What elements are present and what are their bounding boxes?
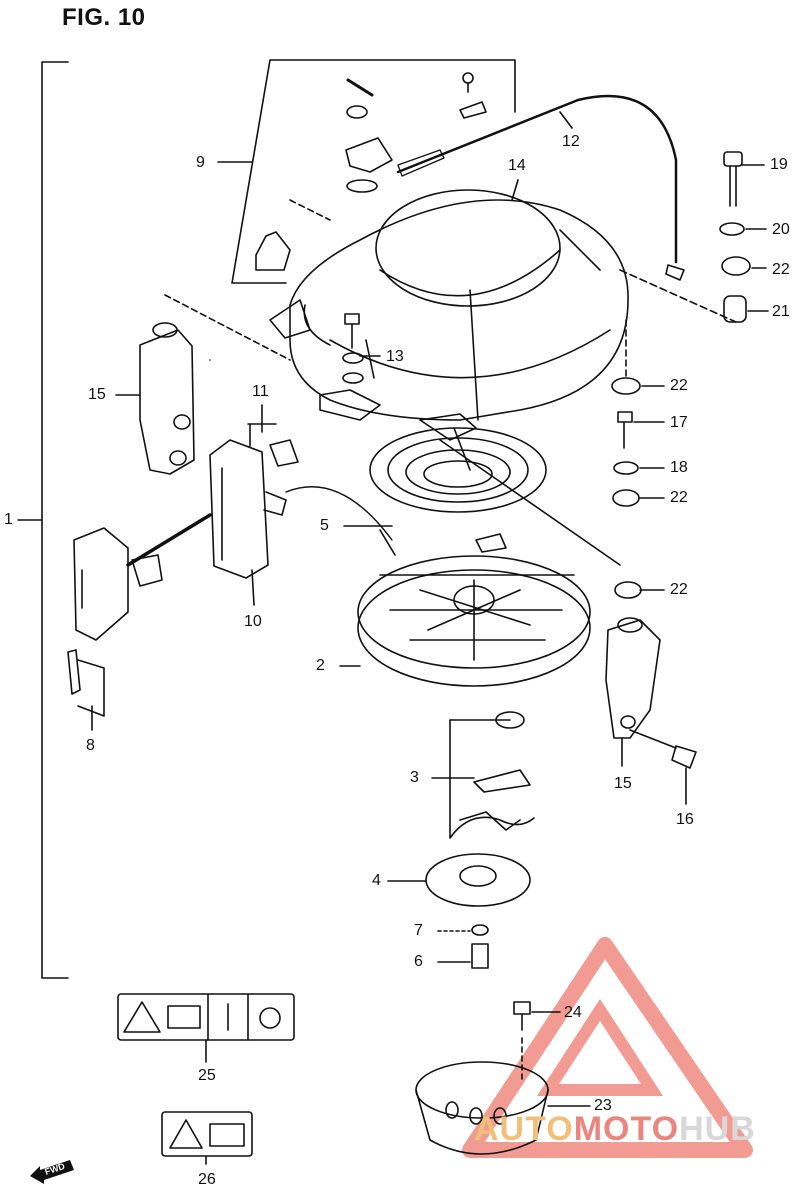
watermark-part-1: AUTO — [474, 1110, 574, 1148]
callout-12: 12 — [562, 133, 580, 150]
callout-22-d: 22 — [670, 581, 688, 598]
callout-7: 7 — [414, 922, 423, 939]
callout-4: 4 — [372, 872, 381, 889]
callout-17: 17 — [670, 414, 688, 431]
callout-9: 9 — [196, 154, 205, 171]
warning-label-25 — [117, 993, 295, 1041]
callout-21: 21 — [772, 303, 790, 320]
callout-15-right: 15 — [614, 775, 632, 792]
bracket-15-right — [605, 619, 661, 739]
callout-24: 24 — [564, 1004, 582, 1021]
callout-23: 23 — [594, 1097, 612, 1114]
callout-18: 18 — [670, 459, 688, 476]
watermark-logo — [462, 937, 753, 1158]
callout-15-left: 15 — [88, 386, 106, 403]
callout-8: 8 — [86, 737, 95, 754]
starter-housing-outline — [289, 199, 629, 421]
callout-6: 6 — [414, 953, 423, 970]
callout-11: 11 — [252, 383, 269, 400]
fwd-arrow-icon — [30, 1160, 74, 1184]
callout-25: 25 — [198, 1067, 216, 1084]
watermark-text: AUTOMOTOHUB — [474, 1110, 756, 1149]
callout-16: 16 — [676, 811, 694, 828]
callout-2: 2 — [316, 657, 325, 674]
callout-10: 10 — [244, 613, 262, 630]
callout-14: 14 — [508, 157, 526, 174]
bracket-15-left — [139, 329, 195, 475]
callout-22-a: 22 — [772, 261, 790, 278]
callout-5: 5 — [320, 517, 329, 534]
bracket-line-9 — [231, 59, 516, 284]
warning-label-26 — [161, 1111, 253, 1157]
callout-22-c: 22 — [670, 489, 688, 506]
callout-13: 13 — [386, 348, 404, 365]
watermark-part-2: MOTO — [573, 1110, 680, 1148]
bracket-line-1 — [41, 61, 69, 979]
callout-19: 19 — [770, 156, 788, 173]
callout-22-b: 22 — [670, 377, 688, 394]
callout-20: 20 — [772, 221, 790, 238]
callout-3: 3 — [410, 769, 419, 786]
watermark-part-3: HUB — [679, 1110, 756, 1148]
figure-title: FIG. 10 — [62, 4, 146, 31]
callout-1: 1 — [4, 511, 13, 528]
callout-26: 26 — [198, 1171, 216, 1188]
